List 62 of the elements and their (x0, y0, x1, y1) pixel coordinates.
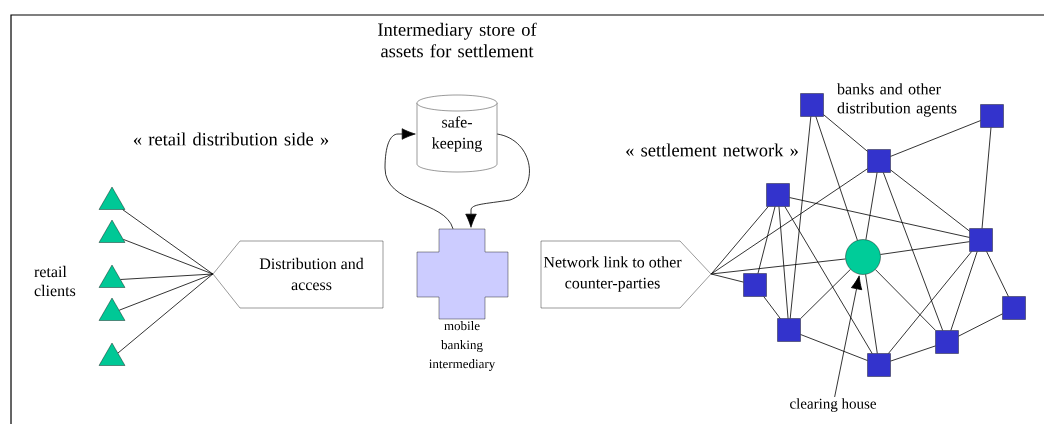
connector-line (123, 239, 214, 275)
connector-line (875, 269, 936, 331)
storage-cylinder: safe-keeping (416, 94, 498, 173)
agent-square (1002, 296, 1026, 320)
heading-text: Intermediary store of assets for settlement (378, 22, 537, 58)
arrow (465, 133, 530, 228)
connector-line (800, 334, 868, 361)
connector-line (784, 206, 873, 354)
connector-line (789, 197, 970, 238)
connector-line (986, 251, 1009, 297)
connector-line (981, 127, 992, 229)
client-triangle (98, 342, 126, 366)
agent-square (980, 104, 1004, 128)
connector-line (120, 273, 214, 280)
connector-line (778, 206, 789, 319)
client-triangle (98, 219, 126, 243)
cross-shape (416, 228, 509, 320)
connector-line (815, 116, 858, 241)
connector-line (800, 269, 851, 319)
connector-line (789, 116, 812, 319)
connector-line (865, 172, 878, 240)
agent-square (867, 149, 891, 173)
connector-line (710, 258, 846, 275)
connector-line (710, 168, 868, 275)
connector-line (823, 114, 868, 152)
pentagon-box: Distribution and access (212, 240, 384, 309)
client-triangle (98, 264, 126, 288)
arrow (384, 128, 454, 230)
connector-line (763, 296, 781, 319)
arrow (834, 275, 863, 398)
agent-square (969, 228, 993, 252)
connector-line (880, 241, 970, 255)
connector-line (890, 169, 970, 232)
connector-line (888, 251, 972, 354)
client-triangle (98, 186, 126, 210)
connector-line (958, 313, 1003, 337)
connector-line (950, 251, 978, 331)
pentagon-box: Network link to other counter-parties (540, 240, 712, 309)
agent-square (800, 93, 824, 117)
connector-line (757, 206, 776, 274)
section-heading: « retail distribution side » (133, 132, 329, 146)
group-label: banks and other distribution agents (837, 83, 957, 117)
connector-line (710, 206, 769, 275)
agent-square (867, 353, 891, 377)
connector-line (117, 273, 214, 354)
agent-square (935, 330, 959, 354)
caption-text: mobile banking intermediary (429, 321, 496, 371)
connector-line (710, 273, 744, 283)
connector-line (118, 273, 214, 311)
connector-line (122, 209, 214, 275)
section-heading: « settlement network » (626, 143, 798, 157)
agent-square (743, 273, 767, 297)
callout-text: clearing house (790, 398, 876, 412)
connector-line (890, 120, 981, 157)
agent-square (777, 318, 801, 342)
client-triangle (98, 297, 126, 321)
connector-line (890, 345, 936, 362)
side-label: retail clients (34, 265, 76, 297)
connector-line (865, 274, 878, 354)
connector-line (883, 172, 943, 331)
hub-circle (845, 239, 881, 275)
agent-square (766, 183, 790, 207)
